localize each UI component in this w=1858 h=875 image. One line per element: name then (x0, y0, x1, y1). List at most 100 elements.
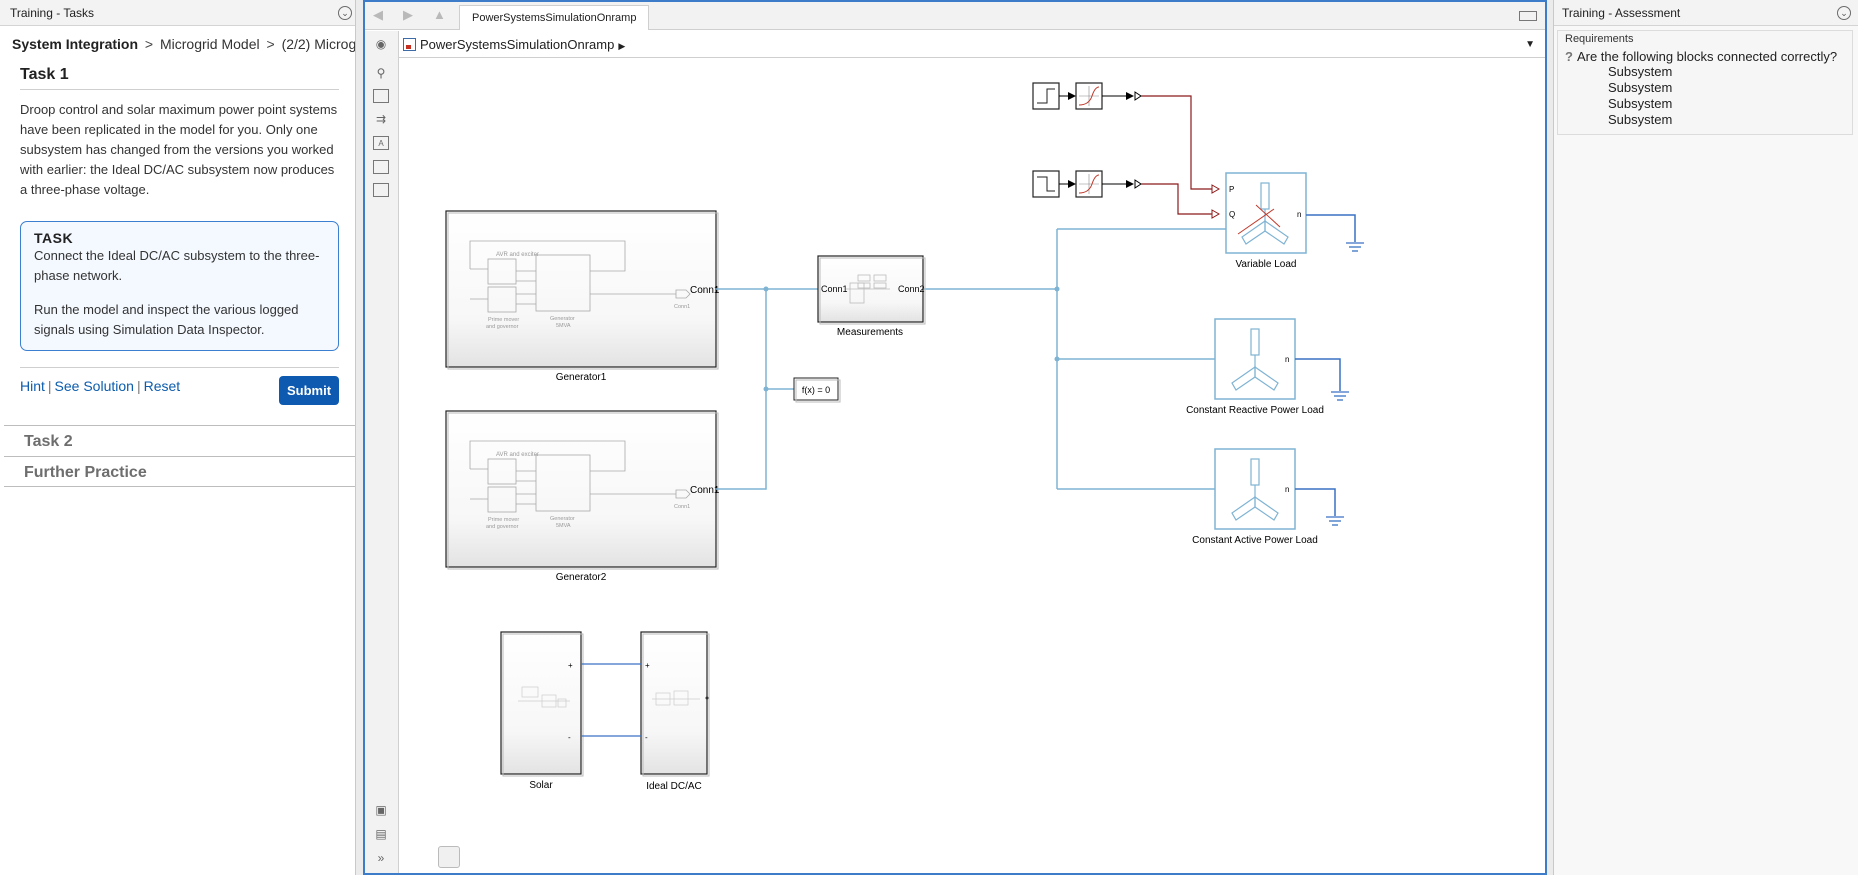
gen1-inner-prime-label-1: Prime mover (488, 317, 519, 323)
gen2-inner-avr-label: AVR and exciter (496, 452, 539, 458)
variable-load-port-n: n (1297, 210, 1301, 219)
expand-icon[interactable]: » (373, 851, 389, 865)
variable-load-port-p: P (1229, 185, 1234, 194)
gen2-inner-conn-label: Conn1 (674, 504, 690, 510)
task-1-title[interactable]: Task 1 (20, 62, 339, 90)
address-model-name[interactable]: PowerSystemsSimulationOnramp (420, 37, 614, 52)
gen2-inner-prime-label-1: Prime mover (488, 517, 519, 523)
physical-connections[interactable] (716, 229, 1226, 489)
ideal-dcac-block[interactable]: + - Ideal DC/AC (641, 632, 709, 792)
camera-icon[interactable]: ▣ (373, 803, 389, 817)
dcac-port-plus: + (645, 661, 650, 670)
gen1-inner-gen-label-2: 5MVA (556, 323, 571, 329)
solar-dcac-connections[interactable] (581, 664, 641, 736)
task-actions: Hint|See Solution|Reset Submit (20, 367, 339, 425)
gen2-inner-gen-label-1: Generator (550, 516, 575, 522)
diagram-svg[interactable]: AVR and exciter Prime mover and governor… (400, 59, 1545, 873)
forward-arrow-icon[interactable]: ▶ (403, 7, 413, 23)
requirement-item: Subsystem (1565, 96, 1845, 112)
variable-load-block[interactable]: P Q n Variable Load (1226, 173, 1306, 270)
gen1-inner-conn-label: Conn1 (674, 304, 690, 310)
ps-converter-arrows (1212, 185, 1219, 218)
fit-view-icon[interactable] (373, 89, 389, 103)
signal-arrows-icon[interactable]: ⇉ (373, 112, 389, 126)
generator1-block[interactable]: AVR and exciter Prime mover and governor… (446, 211, 720, 383)
dcac-port-minus: - (645, 733, 648, 742)
requirements-label: Requirements (1565, 33, 1845, 45)
see-solution-link[interactable]: See Solution (55, 378, 134, 394)
generator2-label[interactable]: Generator2 (556, 572, 607, 583)
measurements-port-conn1: Conn1 (821, 284, 848, 294)
gen2-inner-prime-label-2: and governor (486, 524, 519, 530)
tasks-panel: Training - Tasks ⌄ System Integration > … (0, 0, 356, 875)
breadcrumb: System Integration > Microgrid Model > (… (0, 26, 355, 62)
constant-active-load-block[interactable]: n Constant Active Power Load (1192, 449, 1318, 546)
constant-reactive-load-block[interactable]: n Constant Reactive Power Load (1186, 319, 1324, 416)
breadcrumb-separator-icon: > (263, 36, 277, 52)
requirement-item: Subsystem (1565, 64, 1845, 80)
image-icon[interactable] (373, 160, 389, 174)
question-mark-icon: ? (1565, 49, 1573, 64)
gen1-inner-avr-label: AVR and exciter (496, 252, 539, 258)
measurements-block[interactable]: Conn1 Conn2 Measurements (818, 256, 925, 338)
active-load-label[interactable]: Constant Active Power Load (1192, 535, 1318, 546)
breadcrumb-separator-icon: > (142, 36, 156, 52)
step-source-q[interactable] (1033, 171, 1141, 197)
requirement-question-text: Are the following blocks connected corre… (1577, 49, 1837, 64)
reactive-load-label[interactable]: Constant Reactive Power Load (1186, 405, 1324, 416)
signal-lines[interactable] (1141, 96, 1212, 214)
diagram-canvas[interactable]: AVR and exciter Prime mover and governor… (400, 59, 1545, 873)
active-load-port-n: n (1285, 485, 1289, 494)
submit-button[interactable]: Submit (279, 376, 339, 405)
task-2-section[interactable]: Task 2 (4, 425, 355, 456)
address-bar[interactable]: PowerSystemsSimulationOnramp ▶ ▼ (399, 31, 1545, 58)
step-source-p[interactable] (1033, 83, 1141, 109)
editor-tab-bar: ◀ ▶ ▲ PowerSystemsSimulationOnramp (365, 2, 1545, 30)
requirement-item: Subsystem (1565, 112, 1845, 128)
collapse-chevron-icon[interactable]: ⌄ (338, 6, 352, 20)
data-inspector-icon[interactable] (438, 846, 460, 868)
generator2-block[interactable]: AVR and exciter Prime mover and governor… (446, 411, 720, 583)
requirements-box: Requirements ? Are the following blocks c… (1557, 30, 1853, 135)
requirement-question: ? Are the following blocks connected corr… (1565, 49, 1845, 64)
caret-right-icon[interactable]: ▶ (618, 41, 625, 51)
task-box-text-1: Connect the Ideal DC/AC subsystem to the… (34, 246, 326, 286)
zoom-icon[interactable]: ⚲ (373, 66, 389, 80)
tab-model[interactable]: PowerSystemsSimulationOnramp (459, 5, 649, 30)
solar-port-minus: - (568, 733, 571, 742)
variable-load-label[interactable]: Variable Load (1236, 259, 1297, 270)
tasks-panel-header: Training - Tasks ⌄ (0, 0, 355, 26)
breadcrumb-item-1[interactable]: System Integration (12, 36, 138, 52)
measurements-label[interactable]: Measurements (837, 327, 903, 338)
dcac-output-port (706, 697, 709, 700)
gen1-port-conn1: Conn1 (690, 285, 720, 296)
annotation-icon[interactable]: A (373, 136, 389, 150)
back-arrow-icon[interactable]: ◀ (373, 7, 383, 23)
solver-configuration-block[interactable]: f(x) = 0 (794, 378, 840, 402)
collapse-chevron-icon[interactable]: ⌄ (1837, 6, 1851, 20)
task-instructions-box: TASK Connect the Ideal DC/AC subsystem t… (20, 221, 339, 351)
area-icon[interactable] (373, 183, 389, 197)
up-arrow-icon[interactable]: ▲ (433, 7, 446, 22)
dcac-label[interactable]: Ideal DC/AC (646, 781, 702, 792)
reactive-load-port-n: n (1285, 355, 1289, 364)
generator1-label[interactable]: Generator1 (556, 372, 607, 383)
ground-icons (1326, 243, 1364, 525)
hide-browser-icon[interactable]: ◉ (373, 37, 389, 51)
dropdown-caret-icon[interactable]: ▼ (1525, 31, 1535, 58)
breadcrumb-item-3[interactable]: (2/2) Microgrid M (282, 36, 355, 52)
gen1-inner-prime-label-2: and governor (486, 324, 519, 330)
measurements-port-conn2: Conn2 (898, 284, 925, 294)
solar-label[interactable]: Solar (529, 780, 553, 791)
assessment-panel: Training - Assessment ⌄ Requirements ?Ar… (1553, 0, 1858, 875)
task-1-description: Droop control and solar maximum power po… (20, 100, 339, 200)
reset-link[interactable]: Reset (144, 378, 181, 394)
breadcrumb-item-2[interactable]: Microgrid Model (160, 36, 260, 52)
solar-block[interactable]: + - Solar (501, 632, 583, 791)
keyboard-icon[interactable] (1519, 11, 1537, 21)
further-practice-section[interactable]: Further Practice (4, 456, 355, 487)
gen2-port-conn1: Conn1 (690, 485, 720, 496)
hint-link[interactable]: Hint (20, 378, 45, 394)
property-inspector-icon[interactable]: ▤ (373, 827, 389, 841)
ground-connections[interactable] (1295, 215, 1355, 516)
